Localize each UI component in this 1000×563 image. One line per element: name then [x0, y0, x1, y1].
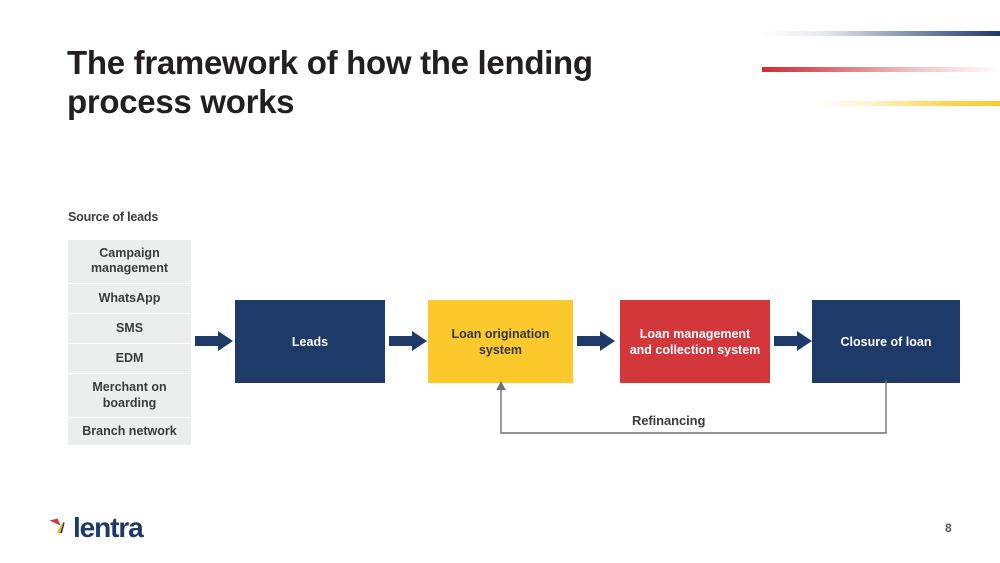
source-of-leads-heading: Source of leads: [68, 210, 159, 224]
flow-box-label: Loan management and collection system: [629, 326, 761, 357]
list-item: Merchant on boarding: [68, 374, 191, 418]
list-item: Branch network: [68, 417, 191, 445]
flow-box-label: Loan origination system: [451, 326, 550, 357]
lentra-arrow-mark-icon: [47, 512, 71, 543]
list-item: Campaign management: [68, 240, 191, 284]
decor-bar-red: [762, 67, 1000, 72]
list-item: SMS: [68, 313, 191, 344]
source-of-leads-list: Campaign management WhatsApp SMS EDM Mer…: [68, 240, 191, 445]
list-item: EDM: [68, 344, 191, 375]
lentra-logo-text: lentra: [73, 511, 144, 543]
flow-box-label: Closure of loan: [840, 334, 932, 349]
flow-box-label: Leads: [291, 334, 329, 349]
page-number: 8: [945, 521, 952, 535]
flow-box-loan-management-and-collection-system: Loan management and collection system: [620, 300, 770, 383]
decor-bar-yellow: [820, 101, 1000, 106]
decor-bar-blue: [760, 31, 1000, 36]
refinancing-connector: [490, 380, 900, 442]
page-title: The framework of how the lending process…: [67, 44, 593, 120]
arrow-right-icon: [389, 331, 427, 351]
lentra-logo: lentra: [47, 511, 144, 543]
refinancing-label: Refinancing: [626, 413, 712, 428]
list-item: WhatsApp: [68, 283, 191, 314]
arrow-right-icon: [195, 331, 233, 351]
flow-box-loan-origination-system: Loan origination system: [428, 300, 573, 383]
arrow-right-icon: [774, 331, 812, 351]
flow-box-closure-of-loan: Closure of loan: [812, 300, 960, 383]
arrow-right-icon: [577, 331, 615, 351]
flow-box-leads: Leads: [235, 300, 385, 383]
